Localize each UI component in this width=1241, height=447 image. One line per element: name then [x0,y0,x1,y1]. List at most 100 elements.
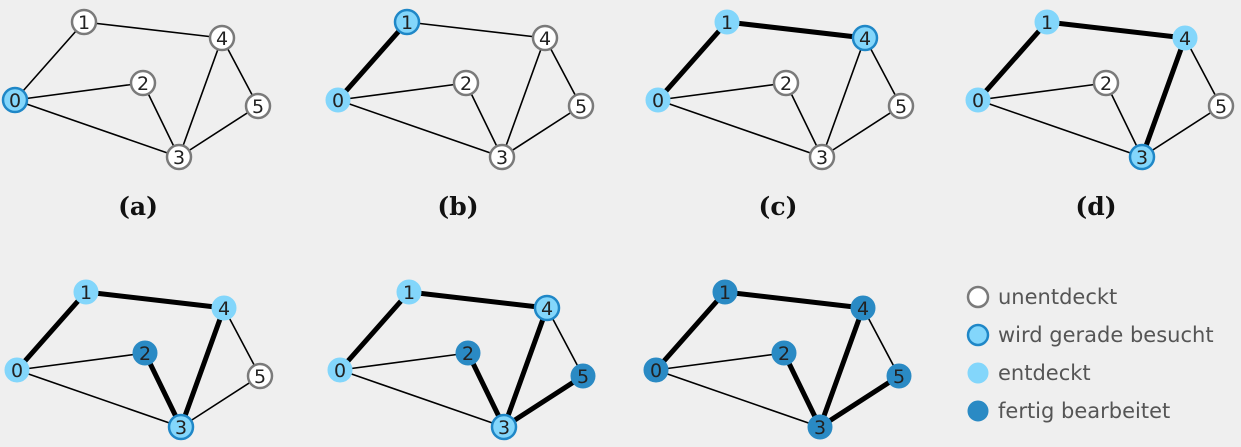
node-label: 0 [972,90,984,112]
tree-edge [501,305,550,430]
tree-edge [14,289,89,373]
graph-edge [14,99,180,158]
node-label: 5 [577,366,589,388]
node-label: 2 [139,343,151,365]
node-label: 1 [78,12,90,34]
node-label: 4 [859,28,871,50]
node-label: 2 [1100,73,1112,95]
node-label: 0 [9,90,21,112]
graph-node [643,357,669,383]
panel-caption: (b) [437,192,478,221]
node-label: 3 [175,417,187,439]
graph-edge [1141,105,1222,158]
graph-edge [337,82,467,101]
panels: 012345(a)012345(b)012345(c)012345(d)0123… [1,8,1235,441]
graph-node [244,92,272,120]
graph-edge [337,99,503,158]
tree-edge [817,373,902,430]
node-label: 3 [496,147,508,169]
graph-node [1,86,29,114]
panel-caption: (c) [759,192,798,221]
tree-edge [1139,35,1188,160]
graph-node [808,143,836,171]
graph-edge [178,37,223,158]
graph-node [714,9,740,35]
node-label: 2 [778,343,790,365]
graph-node [129,69,157,97]
graph-node [1128,143,1156,171]
tree-edge [501,373,586,430]
tree-edge [653,289,728,373]
tree-edge [1044,19,1188,41]
tree-edge [722,289,866,311]
node-label: 3 [816,147,828,169]
node-label: 1 [719,282,731,304]
tree-edge [781,350,823,430]
node-label: 3 [173,147,185,169]
graph-node [567,92,595,120]
node-label: 5 [895,96,907,118]
tree-edge [83,289,227,311]
legend-item: unentdeckt [966,285,1117,309]
node-label: 0 [650,360,662,382]
node-label: 4 [539,28,551,50]
graph-node [1092,69,1120,97]
node-label: 0 [652,90,664,112]
node-label: 5 [1215,96,1227,118]
node-label: 5 [252,96,264,118]
graph-edge [821,37,866,158]
legend-item: wird gerade besucht [966,323,1214,347]
graph-node [70,8,98,36]
graph-edge [977,99,1143,158]
graph-node [772,69,800,97]
tree-edge [335,19,410,103]
node-label: 0 [11,360,23,382]
graph-node [452,69,480,97]
graph-node [167,413,195,441]
graph-edge [785,82,823,158]
graph-node [771,340,797,366]
graph-node [1207,92,1235,120]
graph-node [886,363,912,389]
node-label: 1 [1041,12,1053,34]
graph-node [208,24,236,52]
node-label: 1 [403,282,415,304]
graph-node [533,294,561,322]
node-label: 4 [1179,28,1191,50]
node-label: 5 [893,366,905,388]
graph-node [570,363,596,389]
graph-edge [339,352,469,371]
graph-edge [501,37,546,158]
node-label: 2 [462,343,474,365]
graph-edge [14,82,144,101]
tree-edge [465,350,507,430]
node-label: 0 [334,360,346,382]
node-label: 1 [401,12,413,34]
graph-node [488,143,516,171]
graph-edge [16,352,146,371]
tree-edge [817,305,866,430]
legend-label: fertig bearbeitet [998,399,1170,423]
graph-node [807,414,833,440]
graph-edge [655,352,785,371]
graph-edge [180,375,261,428]
node-label: 3 [1136,147,1148,169]
graph-node [325,87,351,113]
graph-node [393,8,421,36]
legend-label: entdeckt [998,361,1091,385]
tree-edge [337,289,412,373]
panel-caption: (d) [1075,192,1116,221]
graph-node [455,340,481,366]
node-label: 4 [218,298,230,320]
tree-edge [975,19,1050,103]
graph-node [73,279,99,305]
legend-label: wird gerade besucht [998,323,1214,347]
tree-edge [178,305,227,430]
